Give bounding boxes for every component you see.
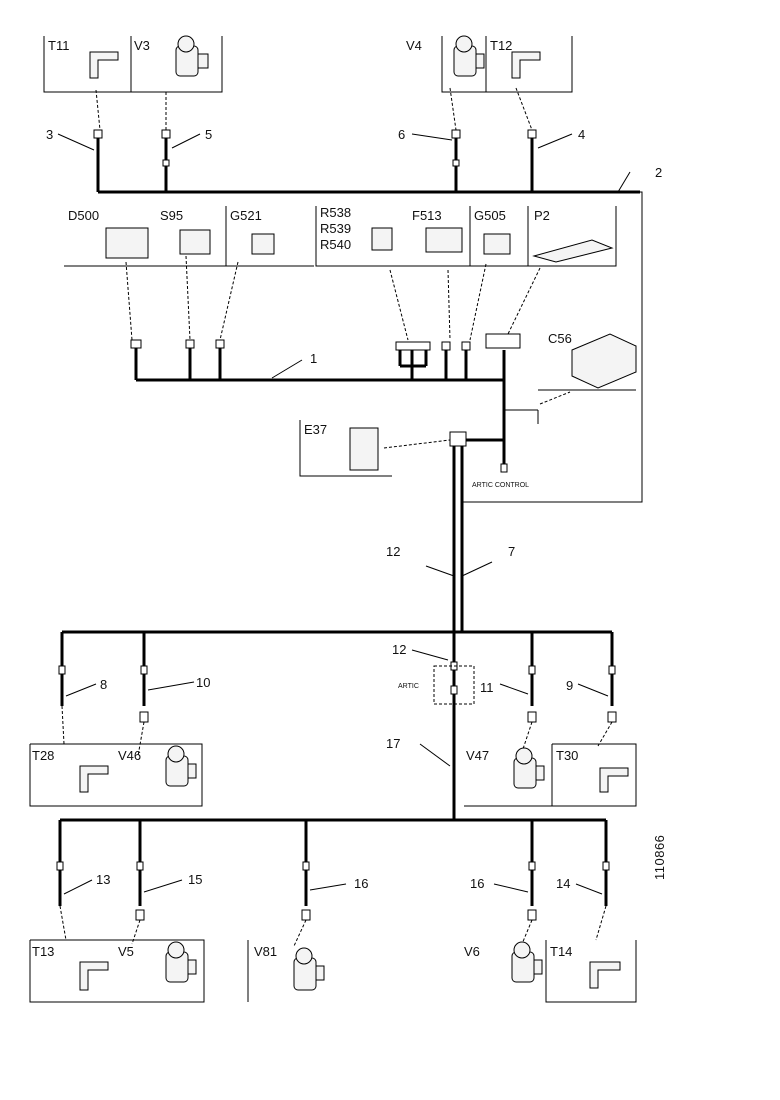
relay-icon [371,227,393,251]
temperature-sensor-icon [511,51,541,79]
callout-12a: 12 [386,544,400,559]
label-V46: V46 [118,748,141,763]
callout-10: 10 [196,675,210,690]
middle-panel: D500 S95 G521 R538 R539 R540 F513 G505 P… [64,205,617,267]
callout-17: 17 [386,736,400,751]
label-G521: G521 [230,208,262,223]
temperature-sensor-icon [79,961,109,991]
switch-icon [179,229,211,255]
fuse-box-icon [425,227,463,253]
callout-9: 9 [566,678,573,693]
callout-3: 3 [46,127,53,142]
label-R538: R538 [320,205,351,220]
label-F513: F513 [412,208,442,223]
artic-connector-box [433,665,475,705]
callout-7: 7 [508,544,515,559]
solenoid-valve-icon [293,947,325,991]
label-E37: E37 [304,422,327,437]
callout-4: 4 [578,127,585,142]
lower-panel-a-right: V47 T30 [464,743,637,807]
callout-8: 8 [100,677,107,692]
callout-11: 11 [480,680,494,695]
connector-block-icon [251,233,275,255]
middle-bus-1 [130,333,521,470]
label-R539: R539 [320,221,351,236]
label-T12: T12 [490,38,512,53]
label-C56: C56 [548,331,572,346]
label-R540: R540 [320,237,351,252]
callout-12b: 12 [392,642,406,657]
callout-16a: 16 [354,876,368,891]
solenoid-valve-icon [175,35,209,77]
label-artic-control: ARTIC CONTROL [472,482,529,489]
callout-13: 13 [96,872,110,887]
callout-1: 1 [310,351,317,366]
callout-16b: 16 [470,876,484,891]
figure-code: 110866 [652,835,667,880]
callout-14: 14 [556,876,570,891]
callout-15: 15 [188,872,202,887]
label-T13: T13 [32,944,54,959]
label-V6: V6 [464,944,480,959]
label-T11: T11 [48,38,69,53]
label-V5: V5 [118,944,134,959]
temperature-sensor-icon [89,51,119,79]
label-S95: S95 [160,208,183,223]
lower-panel-a-left: T28 V46 [29,743,203,807]
top-bus [93,129,640,194]
lower-bus-b [56,818,610,921]
temperature-sensor-icon [79,765,109,793]
label-D500: D500 [68,208,99,223]
control-panel-icon [105,227,149,259]
label-V47: V47 [466,748,489,763]
label-artic: ARTIC [398,683,419,690]
connector-icon [483,233,511,255]
lower-bus-a [58,630,617,820]
callout-6: 6 [398,127,405,142]
label-V81: V81 [254,944,277,959]
label-V3: V3 [134,38,150,53]
top-right-panel: V4 T12 [406,35,573,93]
fuse-relay-box-icon [571,333,637,389]
E37-panel: E37 [299,420,508,477]
bottom-panel-middle: V81 [247,940,325,1002]
label-P2: P2 [534,208,550,223]
control-module-icon [349,427,379,471]
label-G505: G505 [474,208,506,223]
bottom-panel-right: V6 T14 [464,940,637,1003]
label-T30: T30 [556,748,578,763]
solenoid-valve-icon [165,941,197,983]
temperature-sensor-icon [599,767,629,793]
solenoid-valve-icon [511,941,543,983]
solenoid-valve-icon [513,747,545,789]
circuit-board-icon [532,239,614,263]
label-V4: V4 [406,38,422,53]
callout-2: 2 [655,165,662,180]
temperature-sensor-icon [589,961,621,989]
callout-5: 5 [205,127,212,142]
solenoid-valve-icon [165,745,197,787]
label-T28: T28 [32,748,54,763]
bottom-panel-left: T13 V5 [29,939,205,1003]
label-T14: T14 [550,944,572,959]
C56-panel: C56 [504,331,637,424]
top-left-panel: T11 V3 [43,35,223,93]
solenoid-valve-icon [453,35,485,77]
